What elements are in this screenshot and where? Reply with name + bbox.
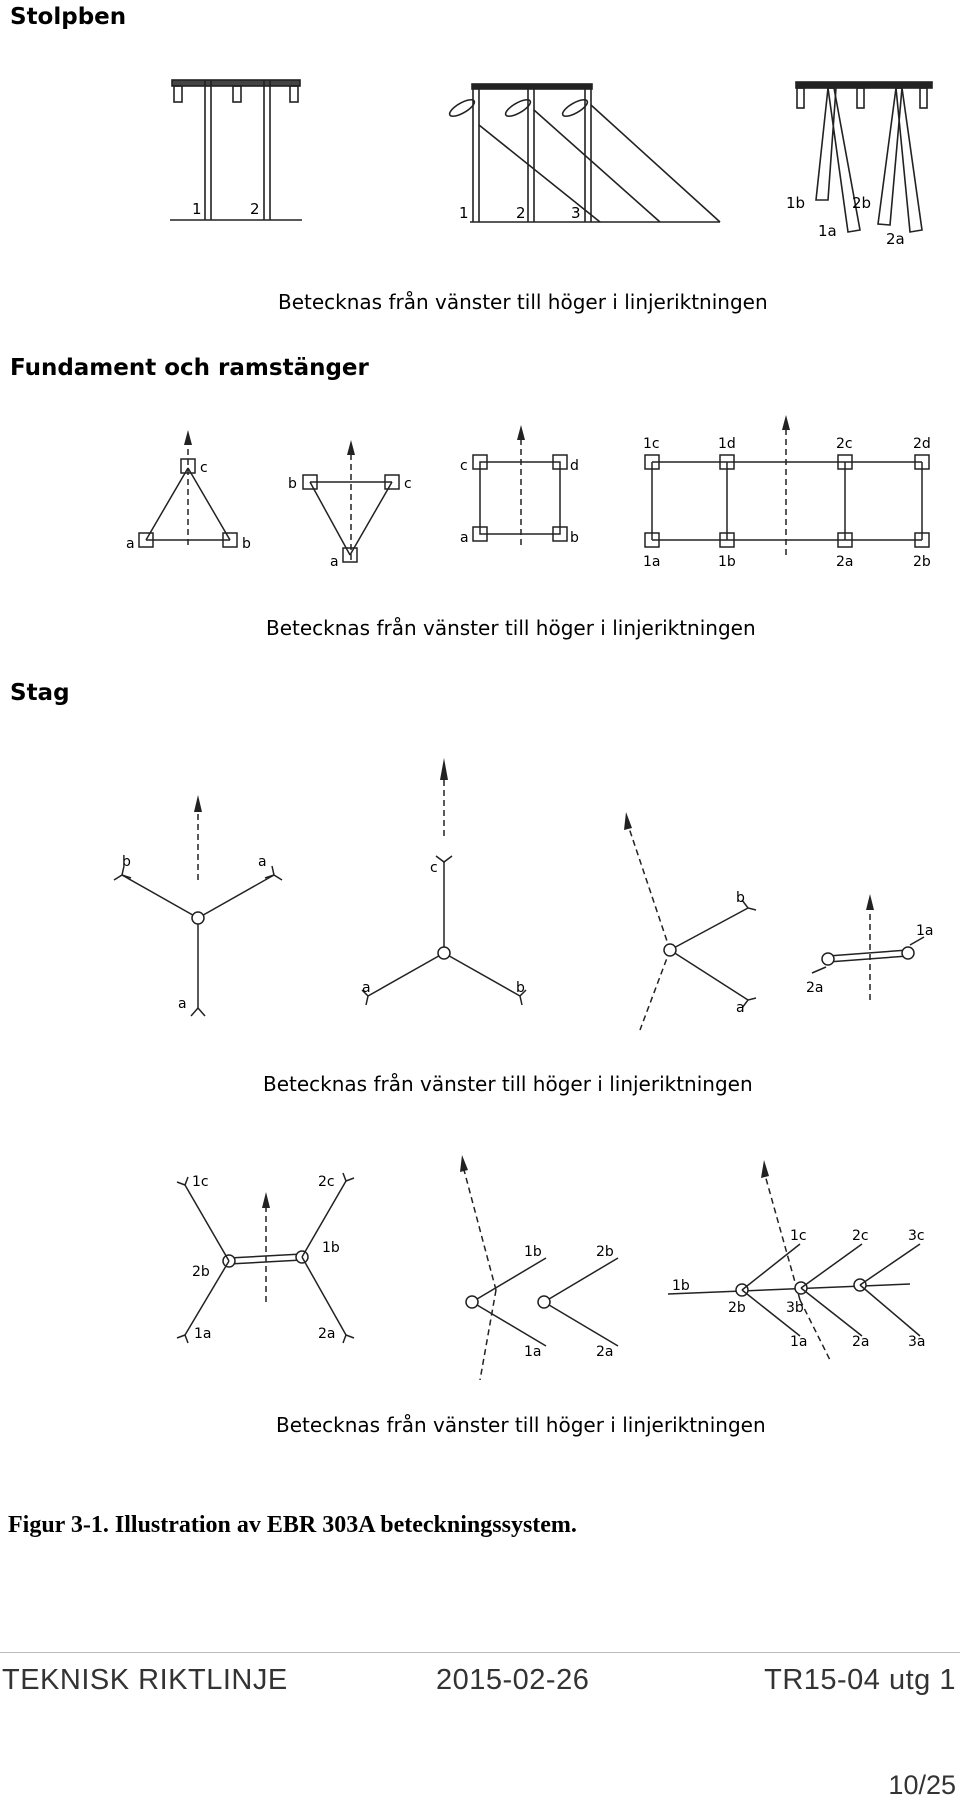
- label-1c: 1c: [643, 436, 660, 452]
- label-2a: 2a: [836, 554, 854, 570]
- label-a: a: [178, 996, 187, 1012]
- label-a: a: [736, 1000, 745, 1016]
- pole-three-legs: 1 2 3: [448, 83, 721, 223]
- footer-document-type: TEKNISK RIKTLINJE: [2, 1664, 288, 1696]
- page-number: 10/25: [888, 1770, 956, 1800]
- stay-double-v: 1b 2b 1a 2a: [460, 1155, 619, 1380]
- label-1a: 1a: [790, 1334, 808, 1350]
- label-a: a: [330, 554, 339, 570]
- footer-date: 2015-02-26: [436, 1664, 590, 1696]
- label-a: a: [460, 530, 469, 546]
- label-b: b: [516, 980, 525, 996]
- label-2a: 2a: [852, 1334, 870, 1350]
- label-1a: 1a: [643, 554, 661, 570]
- section-title-fundament: Fundament och ramstänger: [10, 355, 369, 381]
- label-b: b: [122, 854, 131, 870]
- label-1d: 1d: [718, 436, 736, 452]
- stay-v-shape: b a: [624, 812, 757, 1031]
- label-a: a: [258, 854, 267, 870]
- stay-y-shape: b a a: [113, 795, 283, 1017]
- label-2a: 2a: [806, 980, 824, 996]
- footer-divider: [0, 1652, 960, 1653]
- label-b: b: [288, 476, 297, 492]
- stag-caption-2: Betecknas från vänster till höger i linj…: [276, 1413, 766, 1437]
- foundation-triangle-down: b c a: [288, 440, 412, 570]
- label-3c: 3c: [908, 1228, 925, 1244]
- label-2a: 2a: [596, 1344, 614, 1360]
- foundation-square: c d a b: [460, 425, 579, 546]
- label-2b: 2b: [192, 1264, 210, 1280]
- label-1a: 1a: [916, 923, 934, 939]
- label-1b: 1b: [786, 194, 805, 212]
- stay-bar: 1a 2a: [806, 894, 934, 1000]
- label-3b: 3b: [786, 1300, 804, 1316]
- label-2b: 2b: [728, 1300, 746, 1316]
- stag-figure-1: b a a c a b b a 1a 2a: [113, 758, 934, 1031]
- foundation-frame: 1c 1d 2c 2d 1a 1b 2a 2b: [643, 415, 931, 570]
- label-1a: 1a: [818, 222, 837, 240]
- footer-document-id: TR15-04 utg 1: [764, 1664, 956, 1696]
- label-c: c: [460, 458, 468, 474]
- label-2b: 2b: [913, 554, 931, 570]
- label-d: d: [570, 458, 579, 474]
- label-1c: 1c: [790, 1228, 807, 1244]
- section-title-stolpben: Stolpben: [10, 4, 127, 30]
- label-2c: 2c: [318, 1174, 335, 1190]
- label-b: b: [736, 890, 745, 906]
- figure-caption: Figur 3-1. Illustration av EBR 303A bete…: [8, 1512, 577, 1538]
- label-2: 2: [250, 200, 260, 218]
- label-1c: 1c: [192, 1174, 209, 1190]
- label-c: c: [430, 860, 438, 876]
- stolpben-caption: Betecknas från vänster till höger i linj…: [278, 290, 768, 314]
- label-1b: 1b: [718, 554, 736, 570]
- label-3: 3: [571, 204, 581, 222]
- fundament-caption: Betecknas från vänster till höger i linj…: [266, 616, 756, 640]
- pole-two-legs: 1 2: [170, 79, 302, 221]
- label-2: 2: [516, 204, 526, 222]
- label-1b: 1b: [322, 1240, 340, 1256]
- label-2c: 2c: [852, 1228, 869, 1244]
- label-1b: 1b: [672, 1278, 690, 1294]
- section-title-stag: Stag: [10, 680, 70, 706]
- stag-caption-1: Betecknas från vänster till höger i linj…: [263, 1072, 753, 1096]
- stag-figure-2: 1c 2c 2b 1b 1a 2a 1b 2b 1a 2a 1b 1c 2c 3…: [176, 1155, 926, 1380]
- label-3a: 3a: [908, 1334, 926, 1350]
- pole-four-legs: 1b 2b 1a 2a: [786, 81, 933, 248]
- label-b: b: [242, 536, 251, 552]
- label-b: b: [570, 530, 579, 546]
- foundation-triangle-up: c a b: [126, 430, 251, 552]
- label-c: c: [404, 476, 412, 492]
- label-2a: 2a: [318, 1326, 336, 1342]
- label-1a: 1a: [524, 1344, 542, 1360]
- label-2b: 2b: [852, 194, 871, 212]
- label-a: a: [362, 980, 371, 996]
- label-c: c: [200, 460, 208, 476]
- label-1: 1: [192, 200, 202, 218]
- stay-multi: 1b 1c 2c 3c 2b 3b 1a 2a 3a: [667, 1160, 926, 1361]
- stolpben-figure: 1 2 1 2 3 1b 2b 1a 2a: [170, 79, 933, 248]
- label-1a: 1a: [194, 1326, 212, 1342]
- stay-inverted-y: c a b: [361, 758, 527, 1006]
- label-2c: 2c: [836, 436, 853, 452]
- label-a: a: [126, 536, 135, 552]
- fundament-figure: c a b b c a c d a b 1c 1d 2c 2d: [126, 415, 931, 570]
- label-2b: 2b: [596, 1244, 614, 1260]
- label-2d: 2d: [913, 436, 931, 452]
- label-1b: 1b: [524, 1244, 542, 1260]
- stay-h-frame: 1c 2c 2b 1b 1a 2a: [176, 1172, 355, 1344]
- label-2a: 2a: [886, 230, 905, 248]
- label-1: 1: [459, 204, 469, 222]
